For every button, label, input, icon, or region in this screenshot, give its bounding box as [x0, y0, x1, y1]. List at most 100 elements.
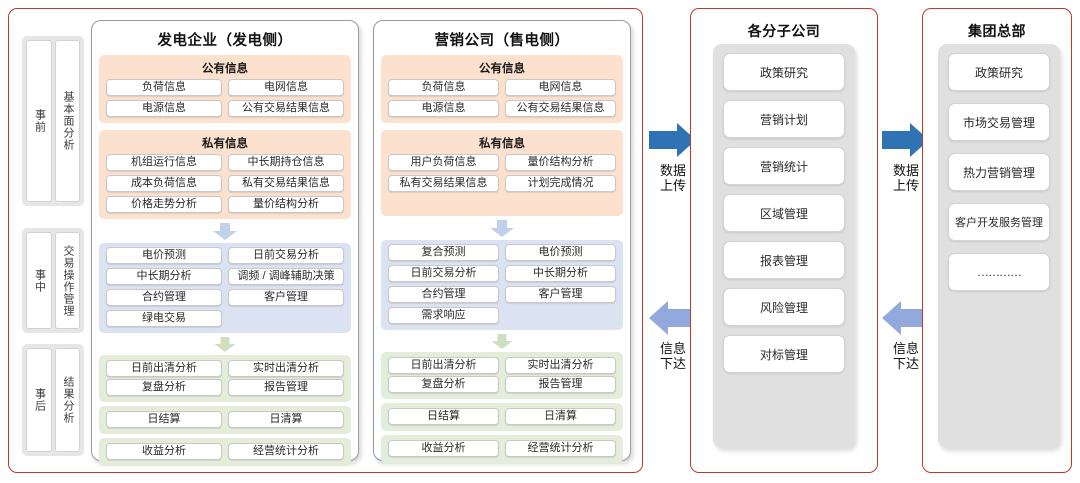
rail-phase-label: 事前	[26, 40, 52, 202]
group-title: 公有信息	[202, 63, 248, 75]
connector-deliver-line1: 信息	[892, 341, 919, 356]
chip-item[interactable]: 实时出清分析	[505, 357, 616, 374]
list-item[interactable]: 营销计划	[723, 100, 845, 138]
chip-item[interactable]: 量价结构分析	[505, 154, 616, 171]
stack-subsidiary-modules: 政策研究 营销计划 营销统计 区域管理 报表管理 风险管理 对标管理	[713, 44, 855, 448]
list-item[interactable]: 营销统计	[723, 147, 845, 185]
chip-item[interactable]: 私有交易结果信息	[228, 175, 344, 192]
group-private-info: 私有信息 用户负荷信息 量价结构分析 私有交易结果信息 计划完成情况	[381, 130, 623, 216]
chip-item[interactable]: 机组运行信息	[106, 154, 222, 171]
chip-item[interactable]: 负荷信息	[106, 79, 222, 96]
chip-item[interactable]: 计划完成情况	[505, 175, 616, 192]
connector-right: 数据 上传 信息 下达	[882, 120, 929, 380]
chip-item[interactable]: 电网信息	[505, 79, 616, 96]
rail-topic-label: 交易操作管理	[54, 232, 80, 329]
chip-item[interactable]: 公有交易结果信息	[505, 100, 616, 117]
list-item[interactable]: 区域管理	[723, 194, 845, 232]
rail-phase-label: 事中	[26, 232, 52, 329]
connector-upload-label: 数据 上传	[651, 163, 695, 193]
list-item[interactable]: 政策研究	[948, 53, 1050, 91]
chip-item[interactable]: 复盘分析	[106, 379, 222, 396]
connector-deliver-label: 信息 下达	[651, 341, 695, 371]
group-public-info: 公有信息 负荷信息 电网信息 电源信息 公有交易结果信息	[381, 55, 623, 123]
connector-deliver-line1: 信息	[659, 341, 686, 356]
list-item[interactable]: 报表管理	[723, 241, 845, 279]
stack-headquarters-modules: 政策研究 市场交易管理 热力营销管理 客户开发服务管理 …………	[938, 44, 1060, 448]
chip-item[interactable]: 量价结构分析	[228, 196, 344, 213]
card-title: 发电企业（发电侧）	[157, 33, 293, 49]
down-arrow-green-icon	[214, 337, 236, 352]
connector-deliver-label: 信息 下达	[884, 341, 928, 371]
chip-item[interactable]: 客户管理	[505, 286, 616, 303]
chip-item[interactable]: 需求响应	[388, 307, 499, 324]
chip-item[interactable]: 成本负荷信息	[106, 175, 222, 192]
chip-item[interactable]: 报告管理	[228, 379, 344, 396]
group-trade-operations: 复合预测 电价预测 日前交易分析 中长期分析 合约管理 客户管理 需求响应	[381, 240, 623, 330]
chip-item[interactable]: 日前交易分析	[388, 265, 499, 282]
rail-topic-label: 结果分析	[54, 348, 80, 452]
chip-item[interactable]: 公有交易结果信息	[228, 100, 344, 117]
group-result-profit: 收益分析 经营统计分析	[99, 438, 351, 466]
chip-item[interactable]: 私有交易结果信息	[388, 175, 499, 192]
chip-item[interactable]: 合约管理	[388, 286, 499, 303]
rail-stage-during: 事中 交易操作管理	[22, 228, 84, 333]
chip-item[interactable]: 经营统计分析	[505, 440, 616, 457]
chip-item[interactable]: 电价预测	[106, 247, 222, 264]
chip-item[interactable]: 日结算	[106, 411, 222, 428]
list-item[interactable]: 政策研究	[723, 53, 845, 91]
list-item[interactable]: 市场交易管理	[948, 103, 1050, 141]
chip-item[interactable]: 复盘分析	[388, 376, 499, 393]
chip-item[interactable]: 日结算	[388, 408, 499, 425]
group-result-profit: 收益分析 经营统计分析	[381, 435, 623, 463]
chip-item[interactable]: 报告管理	[505, 376, 616, 393]
rail-stage-post: 事后 结果分析	[22, 344, 84, 456]
card-marketing-company: 营销公司（售电侧） 公有信息 负荷信息 电网信息 电源信息 公有交易结果信息 私…	[373, 20, 631, 463]
connector-upload-label: 数据 上传	[884, 163, 928, 193]
chip-item[interactable]: 日前出清分析	[388, 357, 499, 374]
group-result-settlement: 日结算 日清算	[99, 406, 351, 434]
chip-item[interactable]: 中长期分析	[505, 265, 616, 282]
chip-item[interactable]: 电源信息	[388, 100, 499, 117]
page-title-subsidiaries: 各分子公司	[747, 23, 821, 39]
group-result-settlement: 日结算 日清算	[381, 403, 623, 431]
chip-item[interactable]: 日清算	[228, 411, 344, 428]
chip-item[interactable]: 日前交易分析	[228, 247, 344, 264]
chip-item[interactable]: 电源信息	[106, 100, 222, 117]
chip-item[interactable]: 中长期分析	[106, 268, 222, 285]
list-item[interactable]: 风险管理	[723, 288, 845, 326]
chip-item[interactable]: 电价预测	[505, 244, 616, 261]
chip-item[interactable]: 日清算	[505, 408, 616, 425]
rail-phase-label: 事后	[26, 348, 52, 452]
chip-item[interactable]: 绿电交易	[106, 310, 222, 327]
group-title: 私有信息	[202, 138, 248, 150]
chip-item[interactable]: 日前出清分析	[106, 360, 222, 377]
chip-item[interactable]: 调频 / 调峰辅助决策	[228, 268, 344, 285]
arrow-right-upload-icon	[882, 123, 929, 157]
list-item-ellipsis[interactable]: …………	[948, 253, 1050, 291]
connector-upload-line1: 数据	[659, 163, 686, 178]
list-item[interactable]: 对标管理	[723, 335, 845, 373]
arrow-left-deliver-icon	[649, 301, 696, 335]
group-title: 私有信息	[479, 138, 525, 150]
group-result-clearing: 日前出清分析 实时出清分析 复盘分析 报告管理	[381, 352, 623, 399]
chip-item[interactable]: 电网信息	[228, 79, 344, 96]
chip-item[interactable]: 客户管理	[228, 289, 344, 306]
chip-item[interactable]: 中长期持仓信息	[228, 154, 344, 171]
connector-upload-line2: 上传	[659, 177, 686, 193]
list-item[interactable]: 热力营销管理	[948, 153, 1050, 191]
rail-topic-label: 基本面分析	[54, 40, 80, 202]
connector-upload-line2: 上传	[892, 177, 919, 193]
connector-upload-line1: 数据	[892, 163, 919, 178]
chip-item[interactable]: 经营统计分析	[228, 443, 344, 460]
chip-item[interactable]: 用户负荷信息	[388, 154, 499, 171]
chip-item[interactable]: 收益分析	[388, 440, 499, 457]
list-item[interactable]: 客户开发服务管理	[948, 203, 1050, 241]
chip-item[interactable]: 复合预测	[388, 244, 499, 261]
chip-item[interactable]: 收益分析	[106, 443, 222, 460]
connector-deliver-line2: 下达	[892, 355, 919, 371]
chip-item[interactable]: 负荷信息	[388, 79, 499, 96]
chip-item[interactable]: 价格走势分析	[106, 196, 222, 213]
chip-item[interactable]: 实时出清分析	[228, 360, 344, 377]
chip-item[interactable]: 合约管理	[106, 289, 222, 306]
